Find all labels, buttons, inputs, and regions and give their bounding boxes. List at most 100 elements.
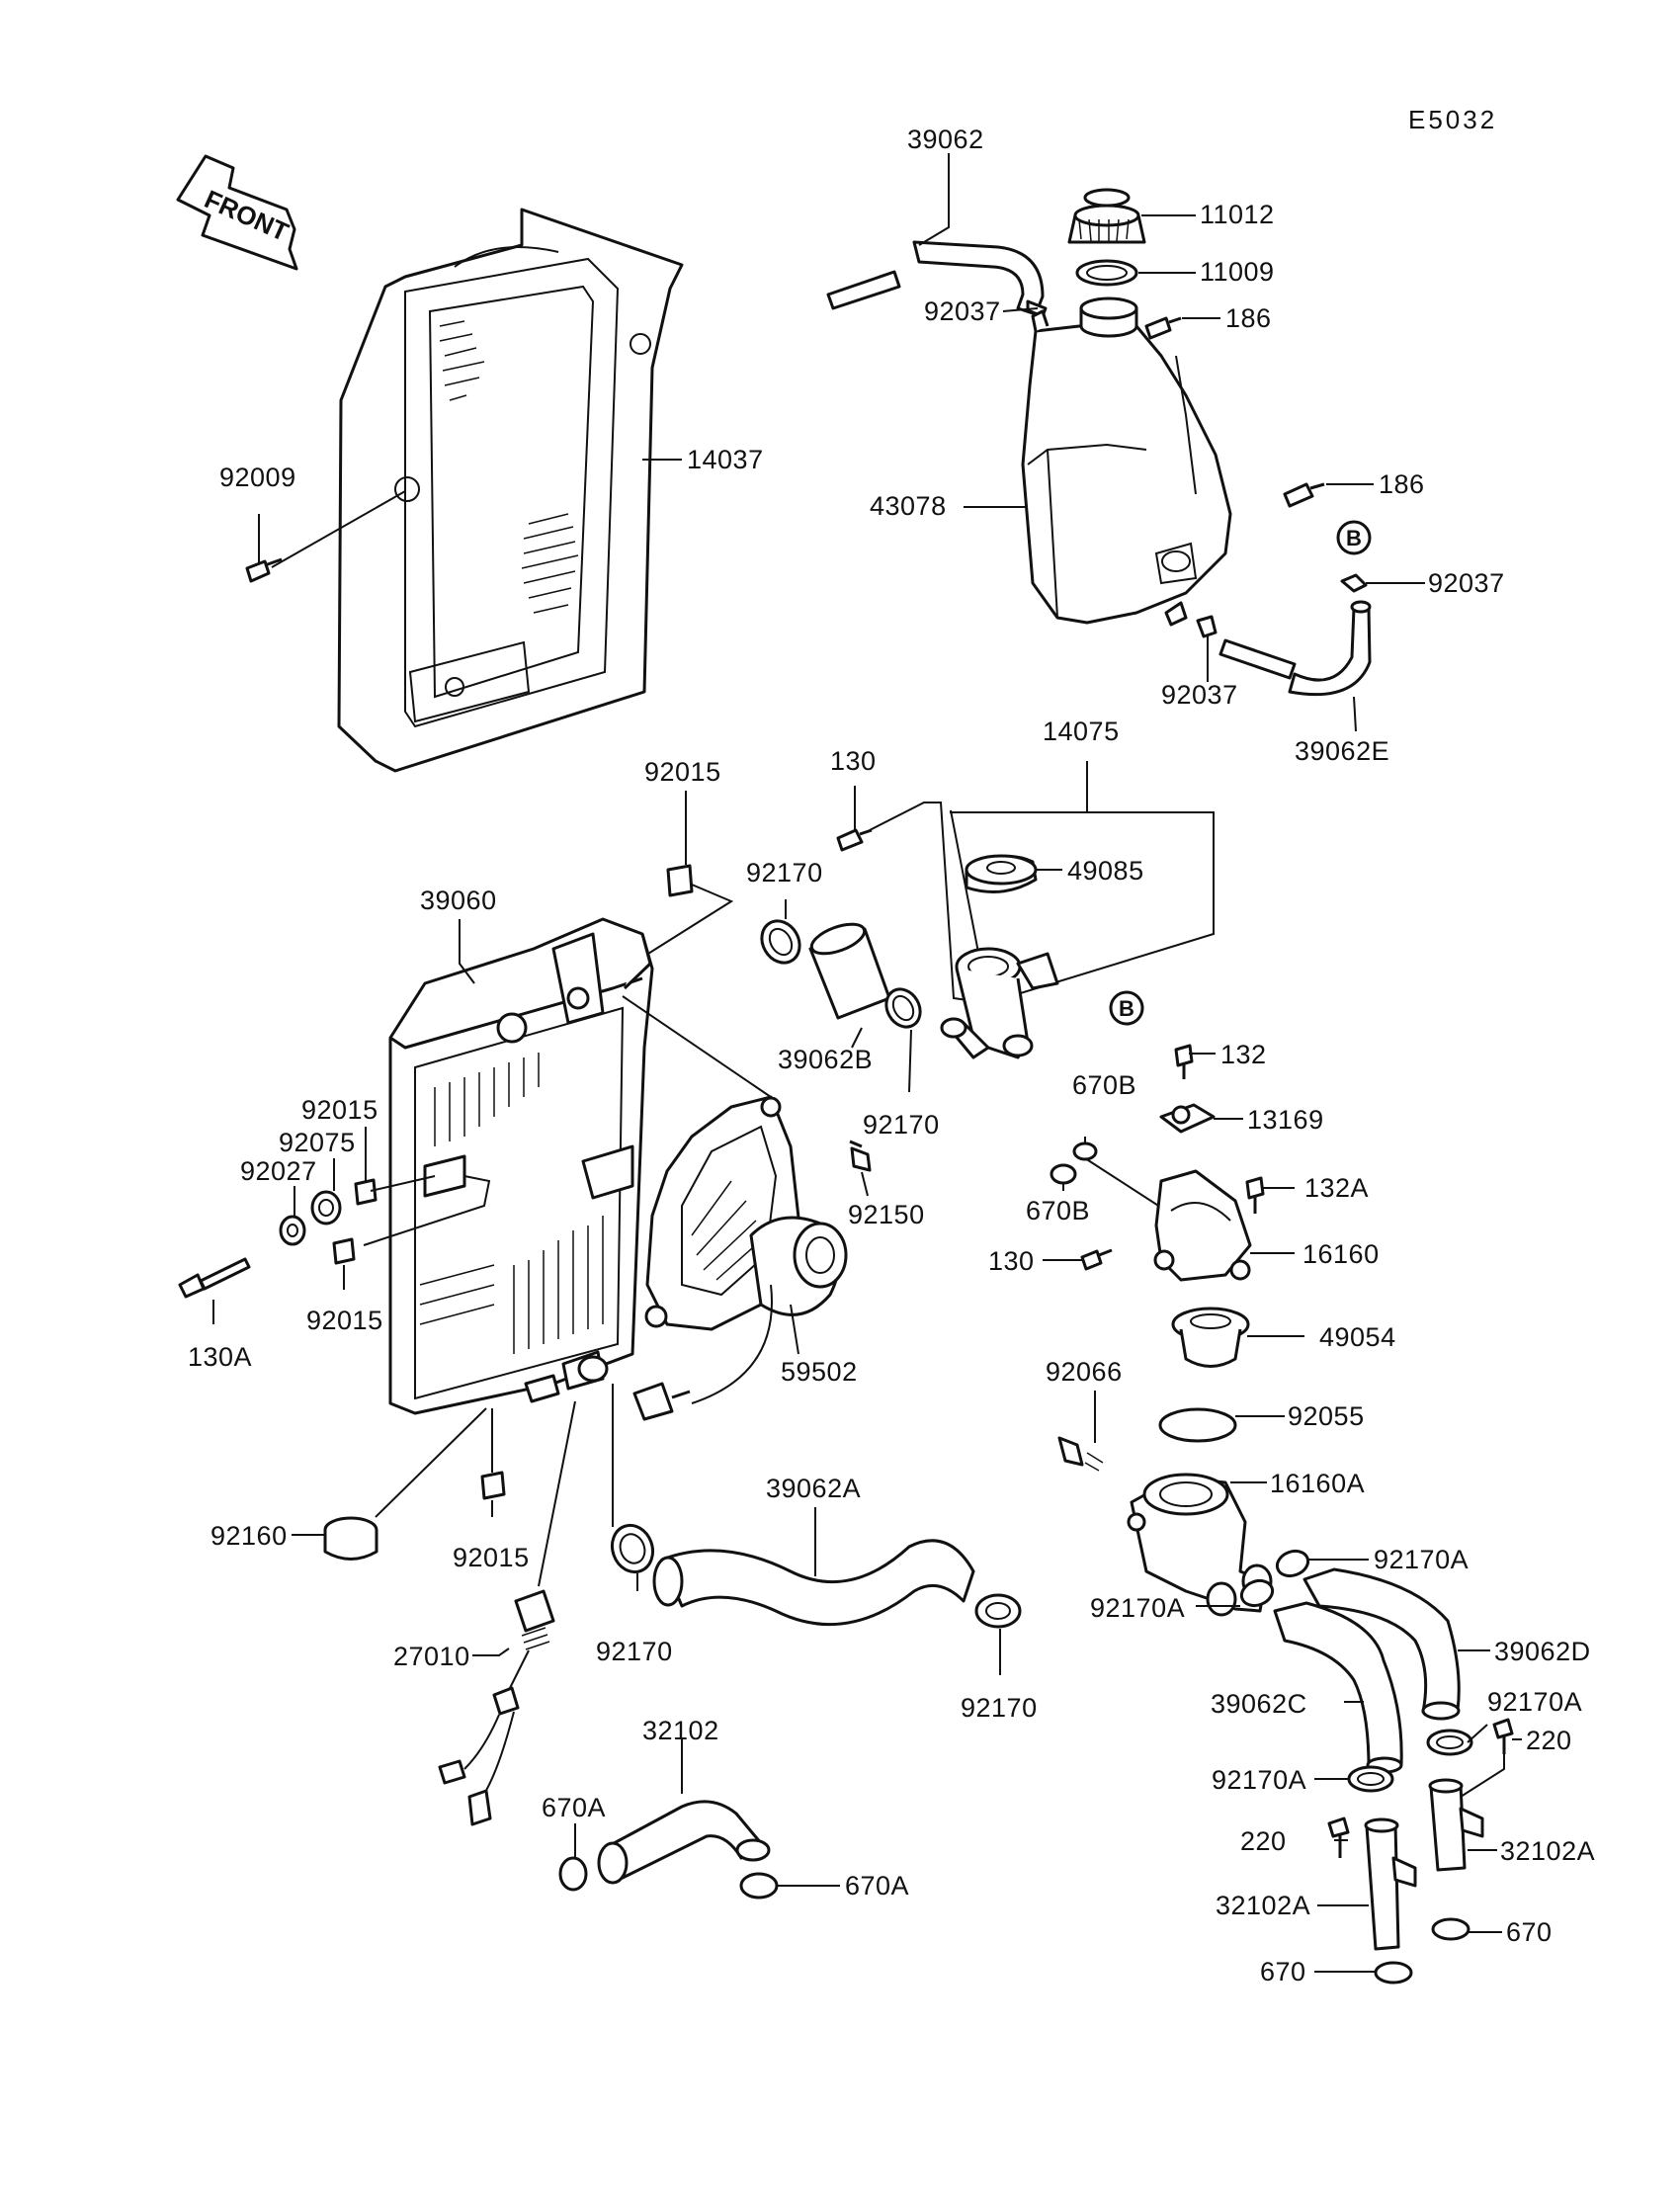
label-670B-bottom: 670B <box>1026 1196 1090 1225</box>
clip-92015-left1 <box>354 1178 378 1206</box>
label-92037-top: 92037 <box>924 296 1001 326</box>
label-670B-top: 670B <box>1072 1070 1136 1100</box>
radiator-39060 <box>388 917 654 1415</box>
o-ring-670A-right <box>739 1872 779 1900</box>
o-ring-670-bottom <box>1374 1961 1413 1985</box>
clip-92037-right <box>1340 573 1368 593</box>
label-11009: 11009 <box>1200 257 1275 287</box>
filler-cap-49085 <box>965 854 1038 893</box>
bolt-186-mid <box>1283 482 1325 508</box>
clip-92037-bottom <box>1196 615 1218 638</box>
label-186-top: 186 <box>1225 303 1272 333</box>
label-670A-right: 670A <box>845 1871 909 1901</box>
part-labels: 39062 11012 11009 92037 186 14037 92009 … <box>188 125 1595 1986</box>
clip-92015-top <box>666 864 694 897</box>
pipe-32102A-right <box>1428 1778 1484 1872</box>
o-ring-670-right <box>1431 1917 1470 1941</box>
label-92075: 92075 <box>279 1128 356 1157</box>
label-92170A-3: 92170A <box>1487 1687 1582 1717</box>
label-670-right: 670 <box>1506 1917 1553 1947</box>
label-39062: 39062 <box>907 125 984 154</box>
label-92170A-1: 92170A <box>1374 1545 1469 1574</box>
label-130A: 130A <box>188 1342 252 1372</box>
callout-b-mid: B <box>1109 990 1144 1026</box>
label-92170-mid: 92170 <box>863 1110 940 1140</box>
label-11012: 11012 <box>1200 200 1275 229</box>
label-92170-br: 92170 <box>961 1693 1038 1723</box>
hose-39062E <box>1218 600 1372 697</box>
bolt-220-bottom <box>1327 1817 1350 1858</box>
clamp-92170-top <box>760 919 801 965</box>
hose-39062D <box>1302 1567 1461 1721</box>
bracket-13169 <box>1159 1103 1216 1134</box>
label-14075: 14075 <box>1043 717 1120 746</box>
label-92170-top: 92170 <box>746 858 823 887</box>
radiator-shroud <box>337 208 684 773</box>
clamp-92170-mid <box>884 987 922 1029</box>
pipe-32102 <box>597 1800 771 1885</box>
front-arrow-icon: FRONT <box>176 154 298 271</box>
label-39062D: 39062D <box>1494 1637 1591 1666</box>
label-220-top: 220 <box>1526 1726 1572 1755</box>
label-92015-left1: 92015 <box>301 1095 378 1125</box>
clamp-92170-bl <box>610 1523 655 1574</box>
filler-neck <box>940 947 1059 1059</box>
bolt-132A <box>1245 1176 1265 1214</box>
thermo-switch-27010 <box>438 1589 555 1826</box>
svg-text:B: B <box>1346 526 1362 550</box>
o-ring-670A-left <box>558 1856 588 1892</box>
rubber-mount-92160 <box>323 1516 378 1561</box>
clip-92015-left2 <box>332 1237 356 1265</box>
gasket-11009 <box>1075 259 1138 287</box>
clamp-92170A-1 <box>1275 1549 1310 1578</box>
label-92160: 92160 <box>210 1521 288 1551</box>
label-220-bottom: 220 <box>1240 1826 1287 1856</box>
svg-text:B: B <box>1119 996 1134 1021</box>
label-49085: 49085 <box>1067 856 1144 886</box>
clamp-92170A-2 <box>1239 1578 1275 1608</box>
bolt-92150 <box>849 1140 872 1172</box>
label-92015-top: 92015 <box>644 757 721 787</box>
label-92015-left2: 92015 <box>306 1306 383 1335</box>
label-16160A: 16160A <box>1270 1469 1365 1498</box>
hose-39062B <box>808 922 891 1020</box>
bolt-186-top <box>1144 316 1182 340</box>
label-670-bottom: 670 <box>1260 1957 1306 1986</box>
bolt-92009 <box>245 557 283 583</box>
bolt-130-right <box>1080 1248 1113 1271</box>
label-92009: 92009 <box>219 463 296 492</box>
label-16160: 16160 <box>1302 1239 1380 1269</box>
label-32102: 32102 <box>642 1716 719 1745</box>
label-92170-bl: 92170 <box>596 1637 673 1666</box>
label-32102A-right: 32102A <box>1500 1836 1595 1866</box>
label-92055: 92055 <box>1288 1401 1365 1431</box>
label-32102A-left: 32102A <box>1216 1891 1310 1920</box>
label-92037-bottom: 92037 <box>1161 680 1238 710</box>
label-186-mid: 186 <box>1379 469 1425 499</box>
label-92066: 92066 <box>1046 1357 1123 1387</box>
label-92170A-4: 92170A <box>1212 1765 1306 1795</box>
collar-92027 <box>279 1215 306 1246</box>
reservoir-cap-11012 <box>1067 188 1146 244</box>
label-39062C: 39062C <box>1211 1689 1307 1719</box>
thermostat-cover-16160 <box>1153 1169 1252 1282</box>
label-59502: 59502 <box>781 1357 858 1387</box>
hose-39062A <box>652 1539 975 1627</box>
reference-code: E5032 <box>1408 105 1497 134</box>
clip-92015-bottom <box>480 1471 506 1500</box>
clamp-92170A-4 <box>1347 1765 1394 1793</box>
label-92170A-2: 92170A <box>1090 1593 1185 1623</box>
label-670A-left: 670A <box>542 1793 606 1822</box>
label-92037-right: 92037 <box>1428 568 1505 598</box>
bolt-130-top <box>836 828 873 852</box>
grommet-92075 <box>310 1190 342 1225</box>
o-ring-670B-bottom <box>1050 1163 1077 1185</box>
label-130-top: 130 <box>830 746 877 776</box>
label-27010: 27010 <box>393 1642 470 1671</box>
sensor-92066 <box>1057 1436 1104 1472</box>
callout-b-top: B <box>1336 520 1372 555</box>
label-39062A: 39062A <box>766 1474 861 1503</box>
label-39062E: 39062E <box>1295 736 1389 766</box>
leader-lines <box>212 153 1522 1973</box>
